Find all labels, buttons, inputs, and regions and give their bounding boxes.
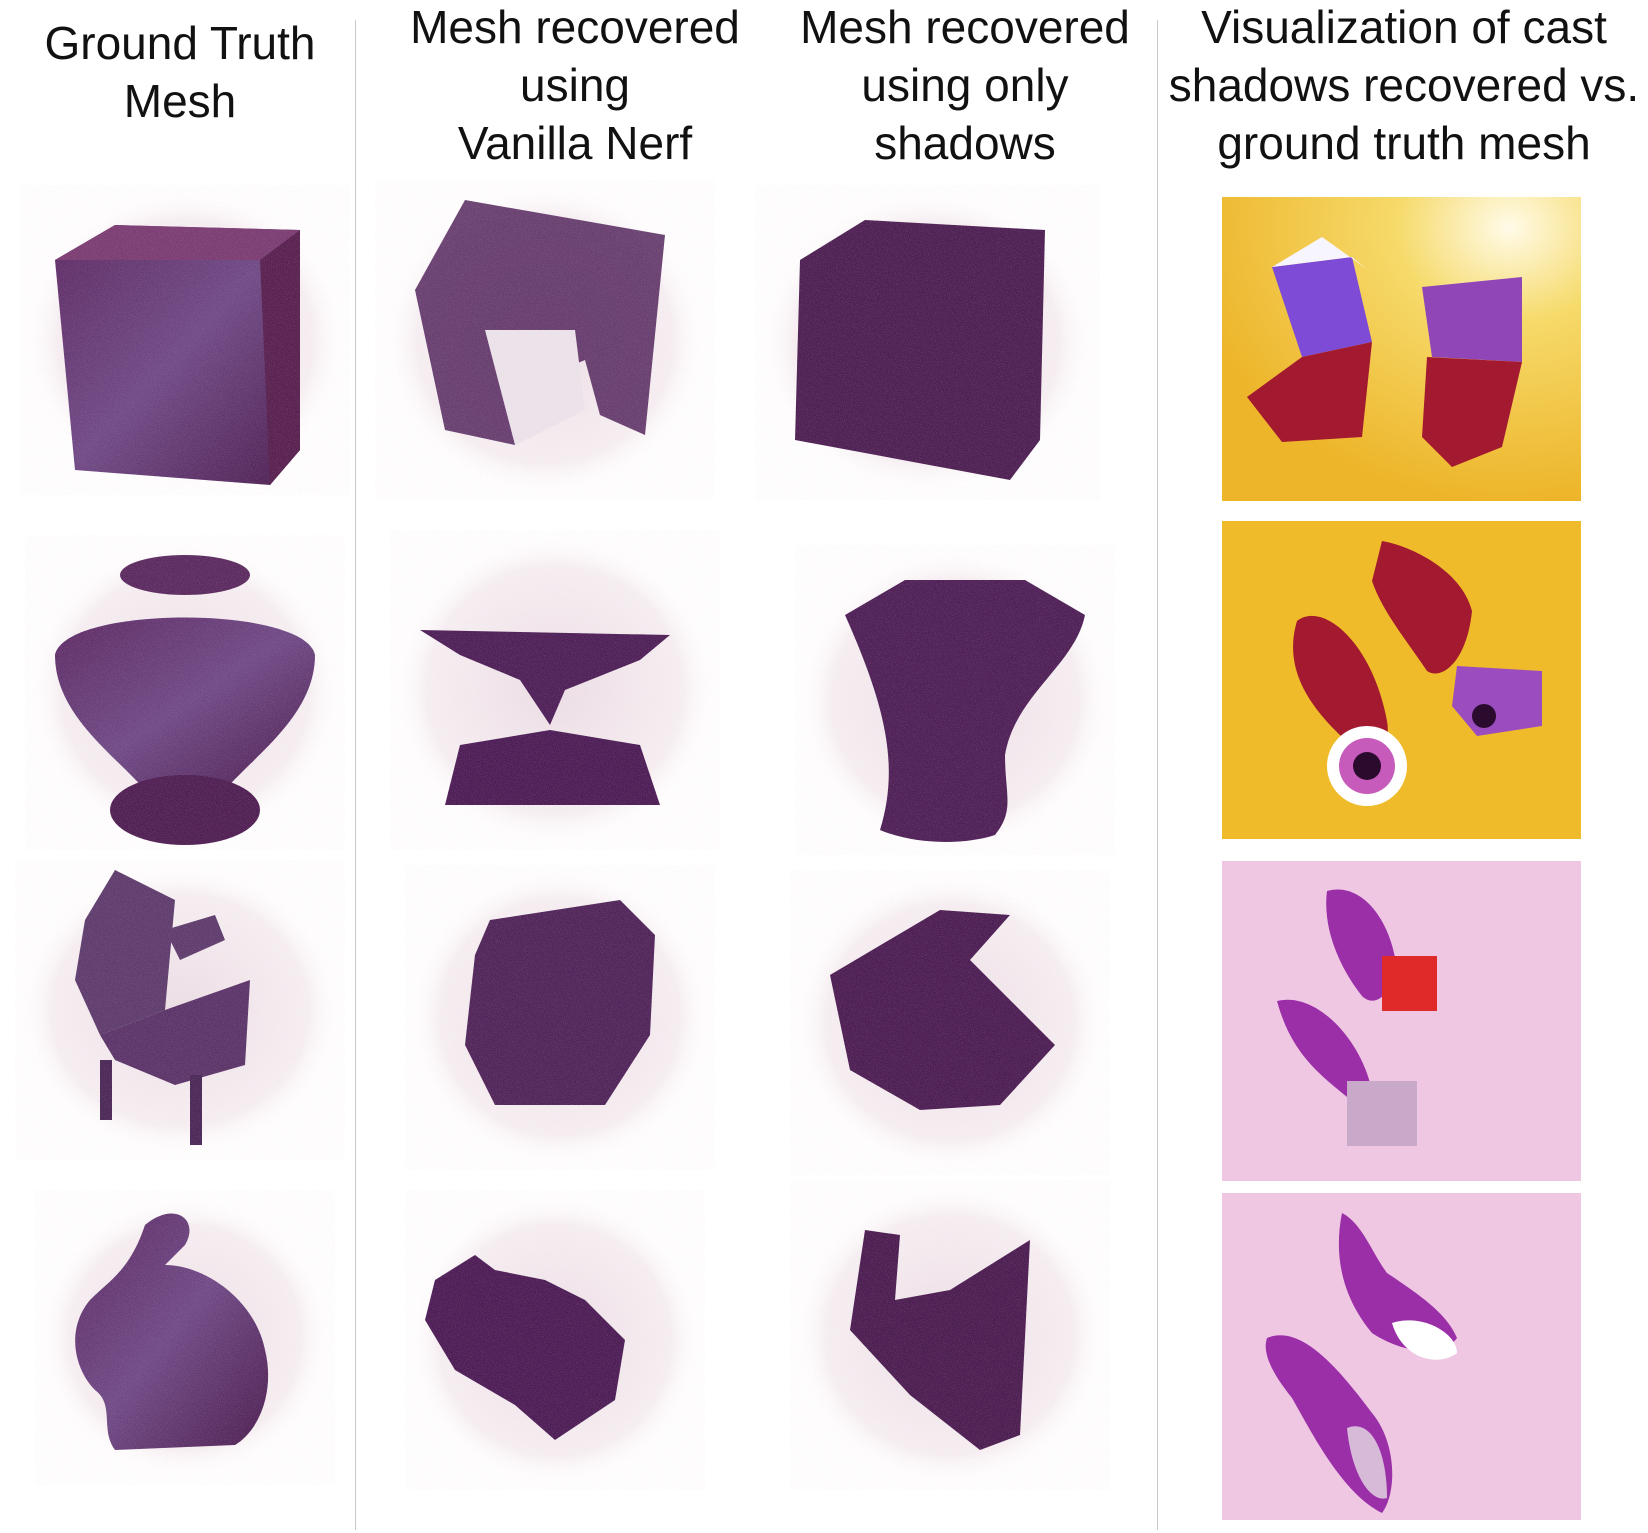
column-title-ground-truth: Ground Truth Mesh: [44, 17, 316, 127]
bunny-shadow-scene: [1222, 1193, 1581, 1520]
shadow-only-chair-mesh: [790, 870, 1110, 1175]
chair-nerf-render: [405, 865, 715, 1170]
vanilla-nerf-bunny-mesh: [405, 1190, 705, 1490]
column-title-cast-shadow-visualization: Visualization of cast shadows recovered …: [1168, 1, 1640, 169]
column-divider-left: [355, 20, 356, 1530]
vase-cast-shadow-visualization: [1222, 521, 1581, 839]
ground-truth-cube-mesh: [20, 185, 350, 495]
vase-mesh-render: [25, 535, 345, 850]
chair-cast-shadow-visualization: [1222, 861, 1581, 1181]
bunny-shadow-render: [790, 1180, 1110, 1490]
vase-nerf-render: [390, 530, 720, 850]
column-divider-right: [1157, 20, 1158, 1530]
cube-cast-shadow-visualization: [1222, 197, 1581, 501]
column-title-shadows-only: Mesh recovered using only shadows: [800, 1, 1130, 169]
vase-shadow-render: [795, 545, 1115, 855]
chair-shadow-scene: [1222, 861, 1581, 1181]
ground-truth-bunny-mesh: [35, 1190, 335, 1485]
bunny-mesh-render: [35, 1190, 335, 1485]
bunny-nerf-render: [405, 1190, 705, 1490]
column-title-vanilla-nerf: Mesh recovered using Vanilla Nerf: [410, 1, 740, 169]
chair-shadow-render: [790, 870, 1110, 1175]
shadow-only-vase-mesh: [795, 545, 1115, 855]
cube-shadow-render: [755, 185, 1100, 500]
ground-truth-chair-mesh: [15, 860, 345, 1160]
bunny-cast-shadow-visualization: [1222, 1193, 1581, 1520]
vanilla-nerf-vase-mesh: [390, 530, 720, 850]
vanilla-nerf-chair-mesh: [405, 865, 715, 1170]
cube-mesh-render: [20, 185, 350, 495]
chair-mesh-render: [15, 860, 345, 1160]
shadow-only-cube-mesh: [755, 185, 1100, 500]
cube-nerf-render: [375, 180, 715, 500]
vanilla-nerf-cube-mesh: [375, 180, 715, 500]
vase-shadow-scene: [1222, 521, 1581, 839]
ground-truth-vase-mesh: [25, 535, 345, 850]
cube-shadow-scene: [1222, 197, 1581, 501]
shadow-only-bunny-mesh: [790, 1180, 1110, 1490]
